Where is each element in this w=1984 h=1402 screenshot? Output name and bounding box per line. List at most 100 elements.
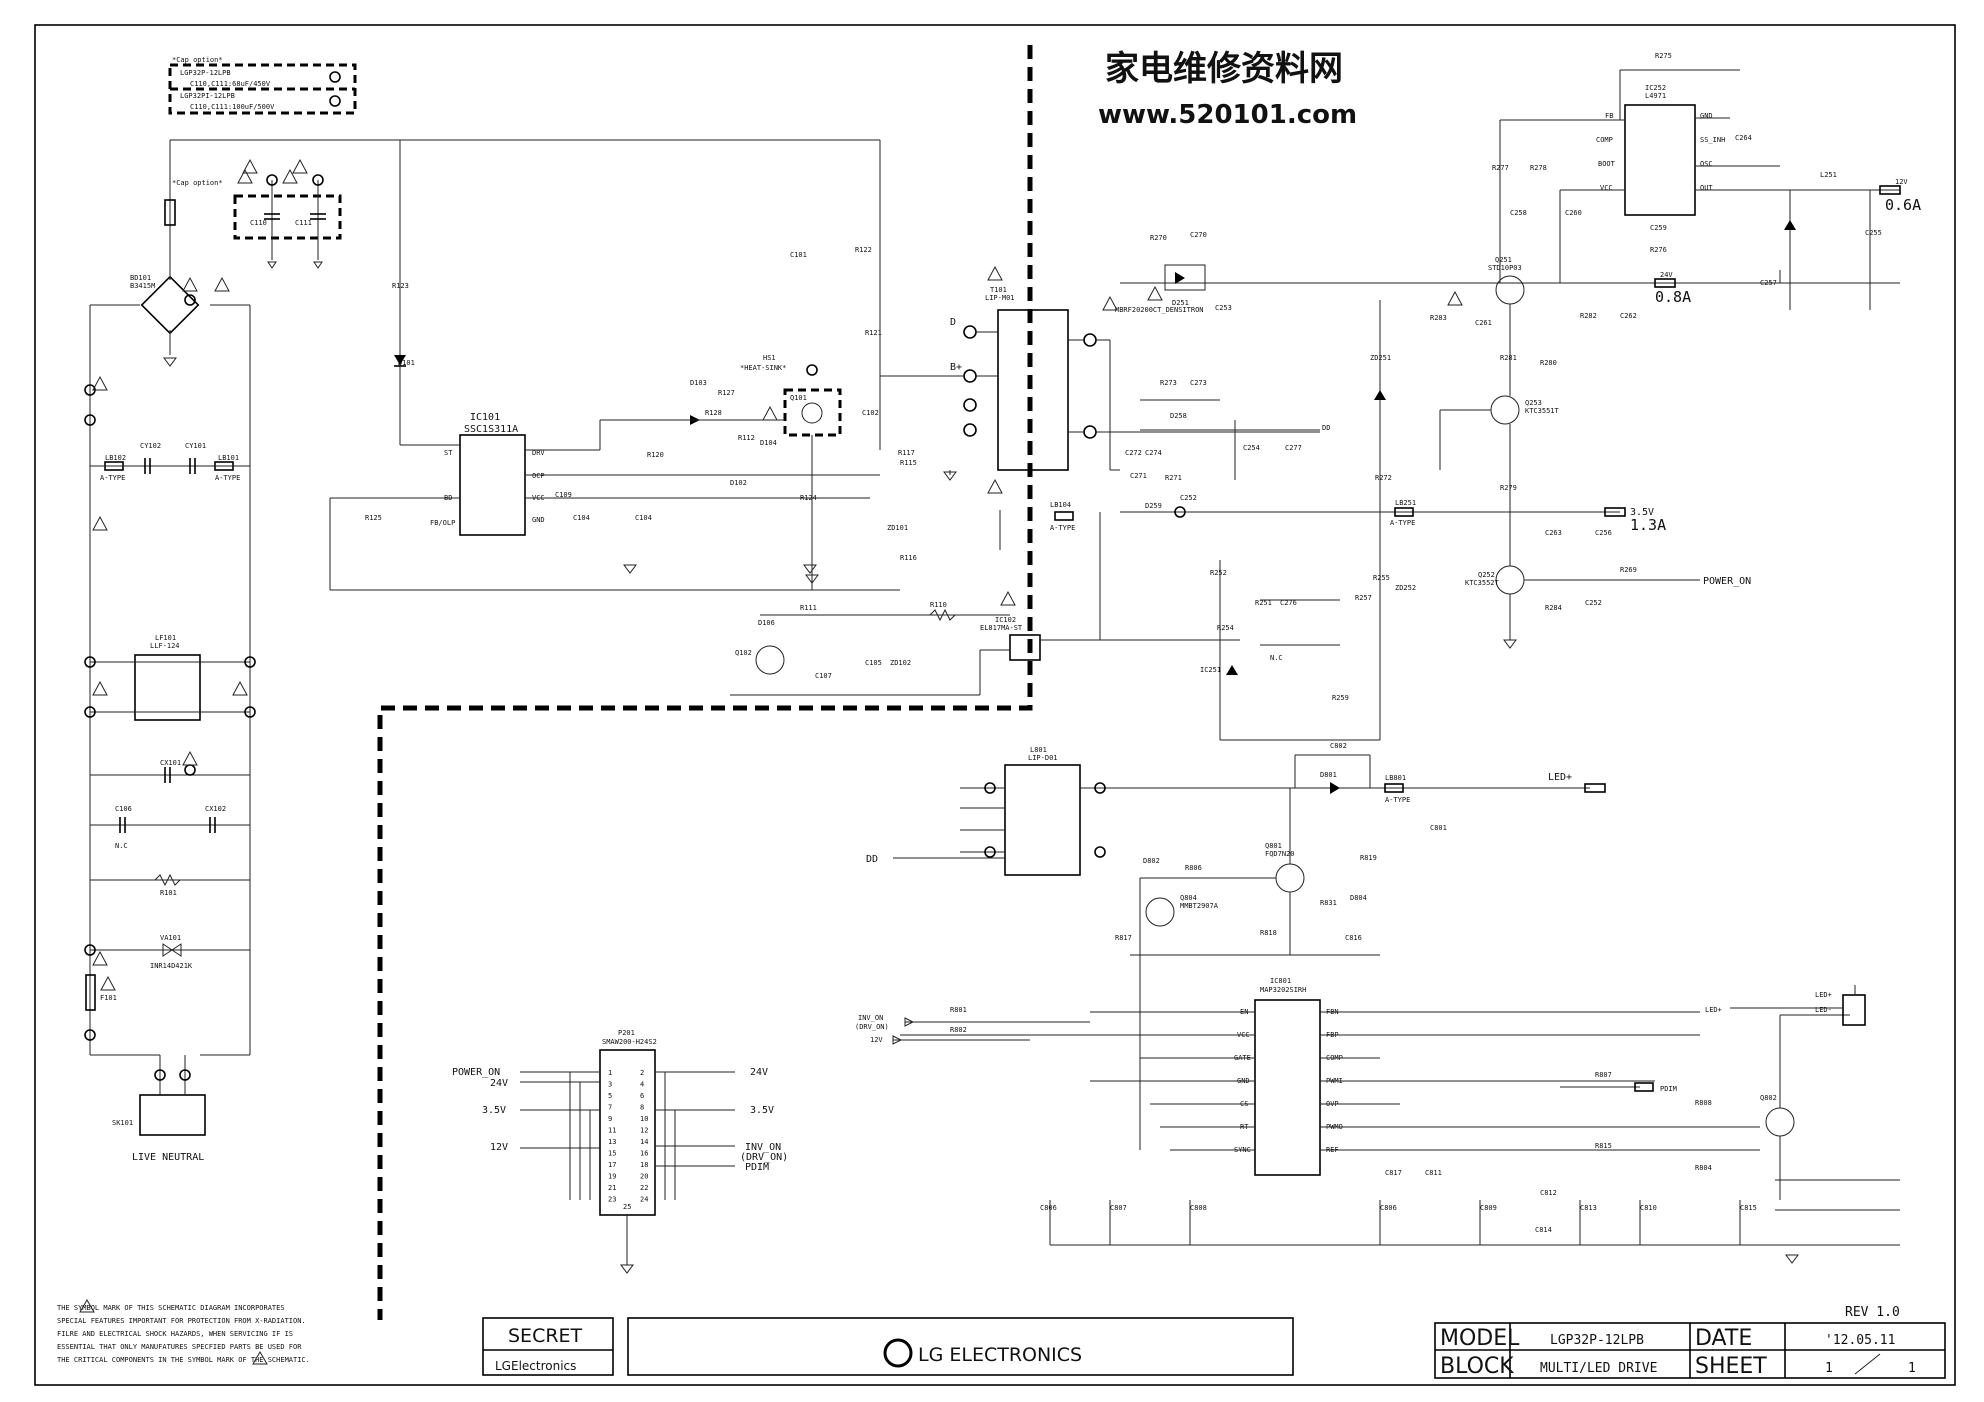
c816-label: C816 [1345, 934, 1362, 942]
c272-label: C272 [1125, 449, 1142, 457]
r802-label: R802 [950, 1026, 967, 1034]
c271-label: C271 [1130, 472, 1147, 480]
ic252-part: L4971 [1645, 92, 1666, 100]
lb102-label: LB102 [105, 454, 126, 462]
ic101-pin-st: ST [444, 449, 453, 457]
ic101-chip [459, 434, 526, 536]
warning-triangle-icon [242, 158, 258, 174]
warning-triangle-icon [1000, 590, 1016, 606]
p201-pin-number: 21 [608, 1184, 616, 1192]
p201-left-12v: 12V [490, 1142, 508, 1153]
p201-pin-number: 23 [608, 1196, 616, 1204]
r280-label: R280 [1540, 359, 1557, 367]
title-block-label: BLOCK [1440, 1354, 1514, 1379]
title-secret: SECRET [508, 1325, 583, 1347]
r252-label: R252 [1210, 569, 1227, 577]
r128-label: R128 [705, 409, 722, 417]
c801-label: C801 [1430, 824, 1447, 832]
r815-label: R815 [1595, 1142, 1612, 1150]
c101-label: C101 [790, 251, 807, 259]
warning-triangle-icon [292, 158, 308, 174]
p201-pin-number: 8 [640, 1104, 644, 1112]
ic252-pin-ssinh: SS_INH [1700, 136, 1725, 144]
r281-label: R281 [1500, 354, 1517, 362]
title-model-label: MODEL [1440, 1326, 1520, 1351]
p201-pin-number: 3 [608, 1081, 612, 1089]
p201-pin-number: 22 [640, 1184, 648, 1192]
c274-label: C274 [1145, 449, 1162, 457]
warning-triangle-icon [282, 168, 298, 184]
p201-pin-number: 16 [640, 1150, 648, 1158]
warning-triangle-icon [92, 950, 108, 966]
inductor-l801 [1004, 764, 1081, 876]
title-lg-small: LGElectronics [495, 1359, 576, 1373]
led-conn-plus-label: LED+ [1705, 1006, 1722, 1014]
d101-label: D101 [398, 359, 415, 367]
r276-label: R276 [1650, 246, 1667, 254]
cy101-label: CY101 [185, 442, 206, 450]
warning-triangle-icon [1102, 295, 1118, 311]
r272-label: R272 [1375, 474, 1392, 482]
p201-ref: P201 [618, 1029, 635, 1037]
r808-label: R808 [1695, 1099, 1712, 1107]
warning-triangle-icon [237, 168, 253, 184]
lf101-ref: LF101 [155, 634, 176, 642]
r123-label: R123 [392, 282, 409, 290]
title-lg-big: LG ELECTRONICS [918, 1344, 1082, 1366]
d104-label: D104 [760, 439, 777, 447]
ic101-pin-ocp: OCP [532, 472, 545, 480]
r279-label: R279 [1500, 484, 1517, 492]
ic801-ref: IC801 [1270, 977, 1291, 985]
lb801-type: A-TYPE [1385, 796, 1410, 804]
r121-label: R121 [865, 329, 882, 337]
lg-logo-icon [883, 1338, 913, 1368]
warning-triangle-icon [92, 375, 108, 391]
net-bplus-label: B+ [950, 362, 962, 373]
p201-pin-number: 9 [608, 1115, 612, 1123]
p201-pin-number: 2 [640, 1069, 644, 1077]
c811-label: C811 [1425, 1169, 1442, 1177]
zd102-label: ZD102 [890, 659, 911, 667]
p201-pin-number: 17 [608, 1161, 616, 1169]
p201-pin-number: 1 [608, 1069, 612, 1077]
lf101-part: LLF-124 [150, 642, 180, 650]
r804-label: R804 [1695, 1164, 1712, 1172]
c104-label: C104 [573, 514, 590, 522]
cap-option-line2: C110,C111:68uF/450V [190, 80, 271, 88]
cap-option-line1: LGP32P-12LPB [180, 69, 231, 77]
c273-label: C273 [1190, 379, 1207, 387]
r831-label: R831 [1320, 899, 1337, 907]
q253-label: Q253 [1525, 399, 1542, 407]
c253-label: C253 [1215, 304, 1232, 312]
c261-label: C261 [1475, 319, 1492, 327]
sk101-ref: SK101 [112, 1119, 133, 1127]
r110-label: R110 [930, 601, 947, 609]
p201-right-drv-on: (DRV_ON) [740, 1152, 788, 1163]
net-3v5-current: 1.3A [1630, 516, 1666, 534]
lb251-label: LB251 [1395, 499, 1416, 507]
r117-label: R117 [898, 449, 915, 457]
r259-label: R259 [1332, 694, 1349, 702]
notice-line-4: ESSENTIAL THAT ONLY MANUFATURES SPECFIED… [57, 1343, 302, 1351]
q251-part: STD10P03 [1488, 264, 1522, 272]
cap-option-header: *Cap option* [172, 56, 223, 64]
line-filter-lf101 [134, 654, 201, 721]
zd101-label: ZD101 [887, 524, 908, 532]
r818-label: R818 [1260, 929, 1277, 937]
c255-label: C255 [1865, 229, 1882, 237]
q253-part: KTC3551T [1525, 407, 1560, 415]
cap-option-side-label: *Cap option* [172, 179, 223, 187]
p201-right-3v5: 3.5V [750, 1105, 774, 1116]
c106-label: C106 [115, 805, 132, 813]
cap-option-line3: LGP32PI-12LPB [180, 92, 235, 100]
c817-label: C817 [1385, 1169, 1402, 1177]
sheet-border [34, 24, 1956, 1386]
ic101-pin-drv: DRV [532, 449, 545, 457]
r111-label: R111 [800, 604, 817, 612]
lb102-type: A-TYPE [100, 474, 125, 482]
c277-label: C277 [1285, 444, 1302, 452]
r282-label: R282 [1580, 312, 1597, 320]
r254-label: R254 [1217, 624, 1234, 632]
c110-label: C110 [250, 219, 267, 227]
